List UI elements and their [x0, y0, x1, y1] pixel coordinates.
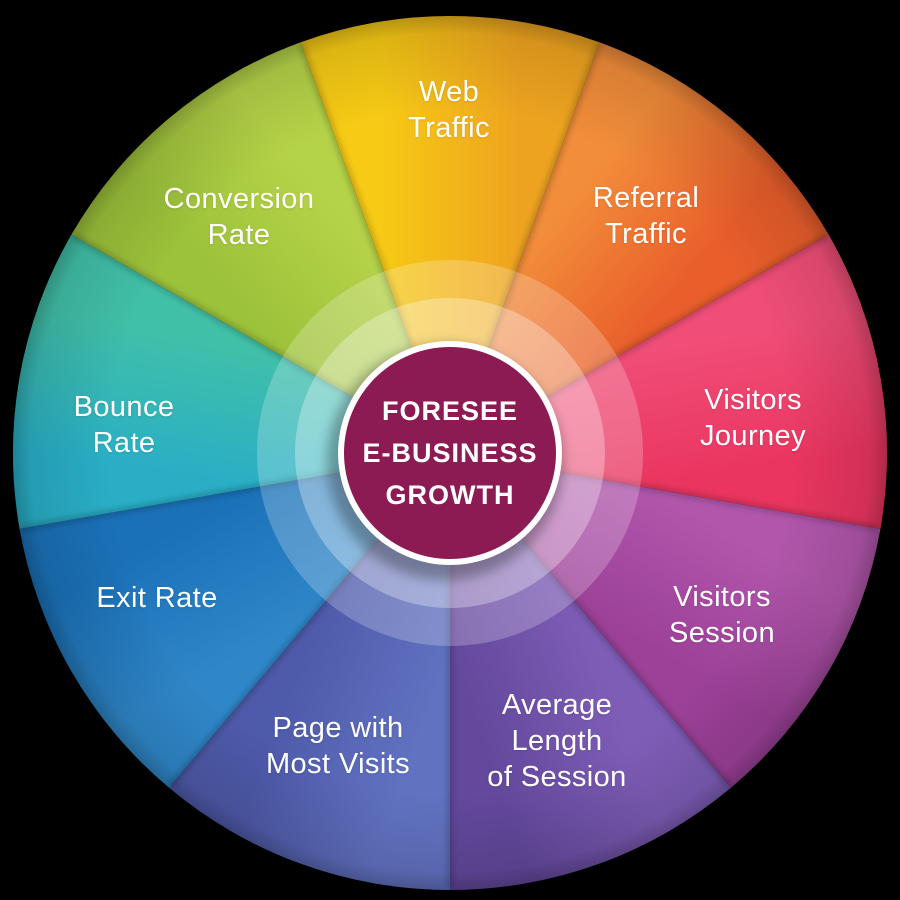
- segment-label-line: Rate: [92, 427, 156, 459]
- segment-label-line: Page with: [272, 712, 404, 745]
- center-title-line-2: E-BUSINESS: [362, 437, 538, 468]
- segment-label-line: Visitors: [704, 384, 802, 417]
- segment-label-line: Traffic: [605, 218, 687, 250]
- segment-label-line: of Session: [487, 760, 627, 793]
- segment-label-line: Exit Rate: [96, 582, 218, 615]
- segment-label-line: Session: [669, 617, 775, 649]
- segment-label-line: Bounce: [73, 391, 175, 424]
- segment-label-line: Web: [418, 76, 480, 109]
- segment-label-line: Visitors: [673, 581, 771, 614]
- center-title-line-1: FORESEE: [381, 395, 519, 426]
- segment-label-exit-rate: Exit Rate: [96, 581, 217, 617]
- segment-label-line: Referral: [592, 182, 700, 215]
- center-title: FORESEE E-BUSINESS GROWTH: [362, 390, 537, 516]
- segment-label-line: Rate: [207, 219, 271, 251]
- center-disc: [344, 347, 556, 559]
- segment-label-line: Length: [511, 725, 603, 758]
- segment-label-line: Average: [501, 689, 613, 722]
- segment-label-line: Conversion: [163, 183, 315, 216]
- center-title-line-3: GROWTH: [385, 480, 515, 511]
- segment-label-line: Traffic: [408, 112, 490, 144]
- segment-label-line: Most Visits: [265, 748, 411, 780]
- segment-label-line: Journey: [700, 420, 806, 452]
